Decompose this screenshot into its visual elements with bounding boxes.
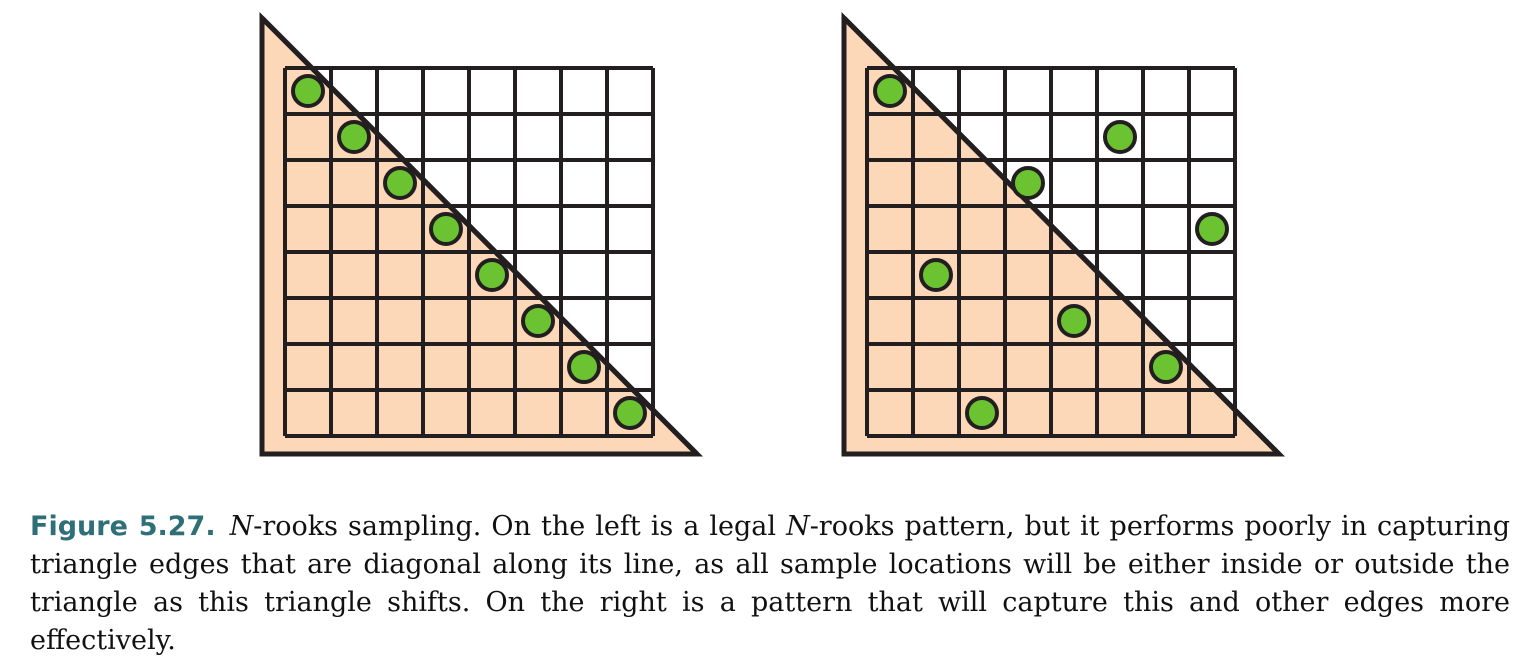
sample-point [1149, 350, 1183, 384]
left-nrooks-diagram [255, 10, 705, 460]
figure-area [255, 10, 1287, 460]
sample-point [1195, 212, 1229, 246]
sample-point [291, 74, 325, 108]
caption-text: -rooks pattern, but it performs poorly i… [30, 511, 1510, 656]
right-nrooks-diagram [837, 10, 1287, 460]
sample-grid [865, 66, 1237, 438]
sample-point [965, 396, 999, 430]
sample-point [567, 350, 601, 384]
sample-point [919, 258, 953, 292]
triangle-edge [842, 16, 1281, 456]
caption-text: -rooks sampling. On the left is a legal [253, 511, 787, 542]
caption-italic-n: N [229, 511, 254, 542]
sample-point [873, 74, 907, 108]
sample-point [383, 166, 417, 200]
sample-point [1011, 166, 1045, 200]
sample-point [1057, 304, 1091, 338]
caption-italic-n: N [786, 511, 810, 542]
triangle-edge [260, 16, 699, 456]
sample-point [475, 258, 509, 292]
sample-point [429, 212, 463, 246]
caption-body: N-rooks sampling. On the left is a legal… [30, 511, 1510, 656]
sample-grid [283, 66, 655, 438]
sample-point [337, 120, 371, 154]
sample-point [613, 396, 647, 430]
sample-point [521, 304, 555, 338]
left-diagram-svg [259, 11, 704, 457]
right-diagram-svg [841, 11, 1286, 457]
sample-point [1103, 120, 1137, 154]
figure-caption: Figure 5.27.N-rooks sampling. On the lef… [30, 508, 1510, 660]
figure-label: Figure 5.27. [30, 511, 216, 542]
